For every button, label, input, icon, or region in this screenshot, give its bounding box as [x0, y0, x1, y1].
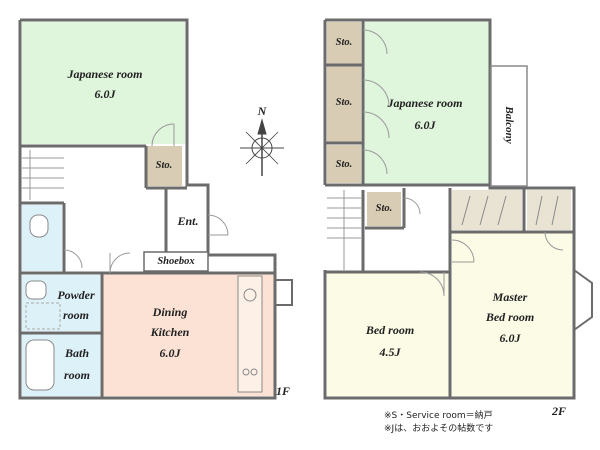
note-service-room: ※S・Service room＝納戸 — [384, 411, 493, 421]
floor-1f-label: 1F — [276, 384, 291, 398]
storage-2f-2: Sto. — [335, 97, 353, 108]
master-bed-room-size: 6.0J — [499, 331, 521, 345]
storage-1f-label: Sto. — [155, 160, 173, 171]
entrance-label: Ent. — [177, 214, 199, 228]
japanese-room-2f-name: Japanese room — [387, 96, 463, 110]
japanese-room-1f-size: 6.0J — [94, 87, 116, 101]
powder-room-line2: room — [62, 308, 89, 322]
floor-2f-label: 2F — [552, 404, 567, 418]
japanese-room-2f-size: 6.0J — [414, 118, 436, 132]
kitchen-counter — [237, 275, 263, 393]
master-bed-room-line1: Master — [492, 290, 528, 304]
shoebox-label: Shoebox — [157, 256, 195, 267]
japanese-room-1f-fill — [22, 22, 185, 144]
dining-kitchen-size: 6.0J — [159, 346, 181, 360]
storage-2f-3: Sto. — [335, 159, 353, 170]
bed-room-size: 4.5J — [379, 345, 401, 359]
compass-icon — [240, 118, 284, 176]
note-tatami-size: ※Jは、おおよその帖数です — [384, 424, 494, 434]
japanese-room-1f-name: Japanese room — [67, 67, 143, 81]
stairs-1f — [22, 150, 64, 200]
balcony-label: Balcony — [503, 106, 515, 144]
powder-room-line1: Powder — [57, 288, 95, 302]
storage-1f-fill — [146, 146, 182, 186]
master-bed-room-line2: Bed room — [485, 310, 535, 324]
bed-room-name: Bed room — [365, 323, 415, 337]
bath-room-line1: Bath — [64, 346, 89, 360]
dining-kitchen-line1: Dining — [152, 305, 188, 319]
compass-north-label: N — [257, 104, 267, 118]
storage-2f-1: Sto. — [335, 37, 353, 48]
dining-kitchen-line2: Kitchen — [150, 325, 190, 339]
bath-room-line2: room — [63, 368, 90, 382]
storage-2f-4: Sto. — [375, 203, 393, 214]
